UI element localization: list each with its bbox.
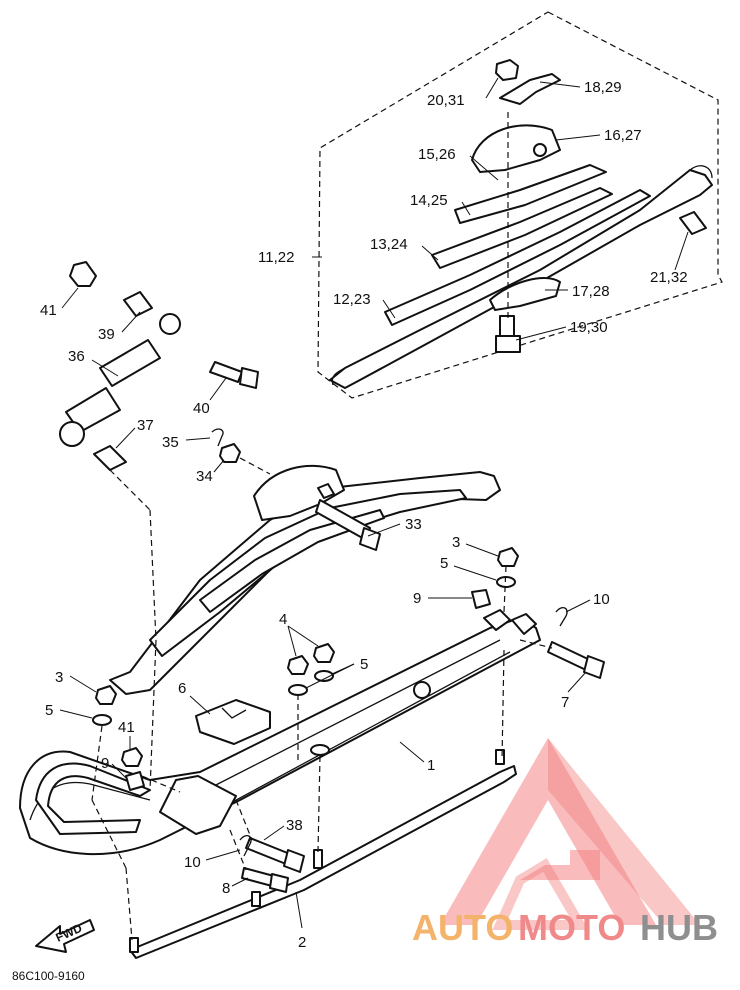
watermark-moto: MOTO [518,907,625,948]
clip-35 [211,428,224,447]
bolt-40 [209,361,259,389]
callout-c-35: 35 [162,434,179,451]
diagram-code: 86C100-9160 [12,969,85,983]
callout-c-3b: 3 [55,669,63,686]
callout-c-20-31: 20,31 [427,92,465,109]
callout-c-33: 33 [405,516,422,533]
watermark-auto: AUTO [412,907,513,948]
watermark-hub: HUB [640,907,718,948]
callout-c-6: 6 [178,680,186,697]
nut-34 [219,443,241,463]
callout-c-9b: 9 [101,755,109,772]
callout-c-10b: 10 [184,854,201,871]
callout-c-34: 34 [196,468,213,485]
ski [19,609,605,959]
callout-c-13-24: 13,24 [370,236,408,253]
forward-arrow-icon: FWD [35,919,95,953]
callout-c-7: 7 [561,694,569,711]
callout-c-41b: 41 [118,719,135,736]
callout-c-40: 40 [193,400,210,417]
leader-lines [59,77,689,929]
callout-c-2: 2 [298,934,306,951]
callout-c-37: 37 [137,417,154,434]
callout-c-17-28: 17,28 [572,283,610,300]
callout-c-10a: 10 [593,591,610,608]
upper-leaf-spring-assembly [329,59,713,389]
subassembly-enclosure [317,11,723,399]
callout-c-18-29: 18,29 [584,79,622,96]
callout-c-15-26: 15,26 [418,146,456,163]
callout-c-9a: 9 [413,590,421,607]
callout-c-8: 8 [222,880,230,897]
callout-c-5a: 5 [440,555,448,572]
callout-c-5c: 5 [45,702,53,719]
callout-c-12-23: 12,23 [333,291,371,308]
hardware [92,547,568,953]
callout-c-3a: 3 [452,534,460,551]
callout-c-41a: 41 [40,302,57,319]
callout-c-14-25: 14,25 [410,192,448,209]
callout-c-11-22: 11,22 [258,249,294,266]
callout-c-38: 38 [286,817,303,834]
callout-c-19-30: 19,30 [570,319,608,336]
callout-c-4: 4 [279,611,287,628]
callout-c-1: 1 [427,757,435,774]
assembly-lines [91,457,553,941]
callout-c-16-27: 16,27 [604,127,642,144]
automotohub-logo-icon [440,738,700,930]
callout-c-36: 36 [68,348,85,365]
callout-c-5b: 5 [360,656,368,673]
lower-leaf-spring-assembly [109,464,501,695]
part-callouts: 20,31 18,29 16,27 15,26 14,25 11,22 13,24 21,32… [40,79,688,951]
callout-c-39: 39 [98,326,115,343]
callout-c-21-32: 21,32 [650,269,688,286]
